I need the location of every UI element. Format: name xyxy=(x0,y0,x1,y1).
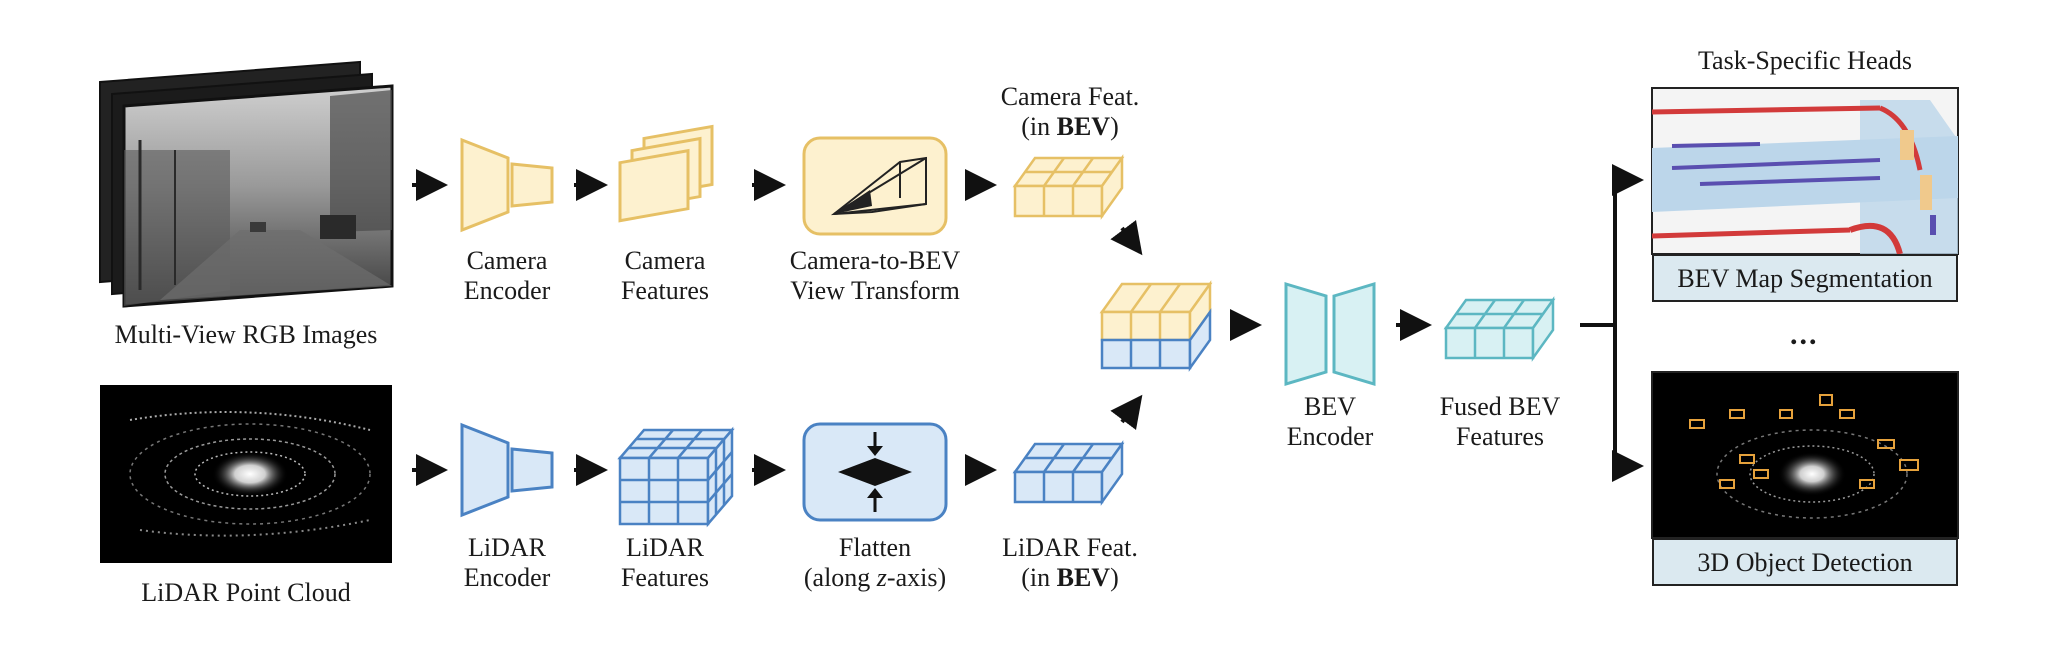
lidar-encoder-icon xyxy=(460,422,554,518)
ellipsis: ... xyxy=(1790,318,1819,351)
bev-map-segmentation-label: BEV Map Segmentation xyxy=(1652,254,1958,302)
lidar-feat-bev-label: LiDAR Feat. (in BEV) xyxy=(1002,533,1138,592)
camera-encoder-icon xyxy=(460,137,554,233)
lidar-bev-feature-grid xyxy=(1012,440,1125,506)
camera-features-icon xyxy=(618,124,714,223)
lidar-point-cloud-image xyxy=(100,385,392,563)
flatten-icon xyxy=(802,422,948,522)
camera-bev-feature-grid xyxy=(1012,154,1125,220)
lidar-point-cloud-label: LiDAR Point Cloud xyxy=(141,578,351,607)
lidar-features-icon xyxy=(617,426,735,528)
bev-map-segmentation-image xyxy=(1651,87,1959,255)
flow-arrows xyxy=(412,164,1644,486)
object-detection-label: 3D Object Detection xyxy=(1652,538,1958,586)
multi-view-images-label: Multi-View RGB Images xyxy=(114,320,378,349)
camera-feat-bev-label: Camera Feat. (in BEV) xyxy=(1000,82,1140,141)
task-heads-title: Task-Specific Heads xyxy=(1697,46,1913,75)
multi-view-image-stack xyxy=(99,60,394,308)
object-detection-image xyxy=(1651,371,1959,539)
fused-bev-feature-grid xyxy=(1443,296,1556,362)
fused-stack-grid xyxy=(1099,280,1213,372)
flatten-label: Flatten (along z-axis) xyxy=(803,533,947,592)
camera-to-bev-icon xyxy=(802,136,948,236)
bev-encoder-icon xyxy=(1284,281,1376,387)
